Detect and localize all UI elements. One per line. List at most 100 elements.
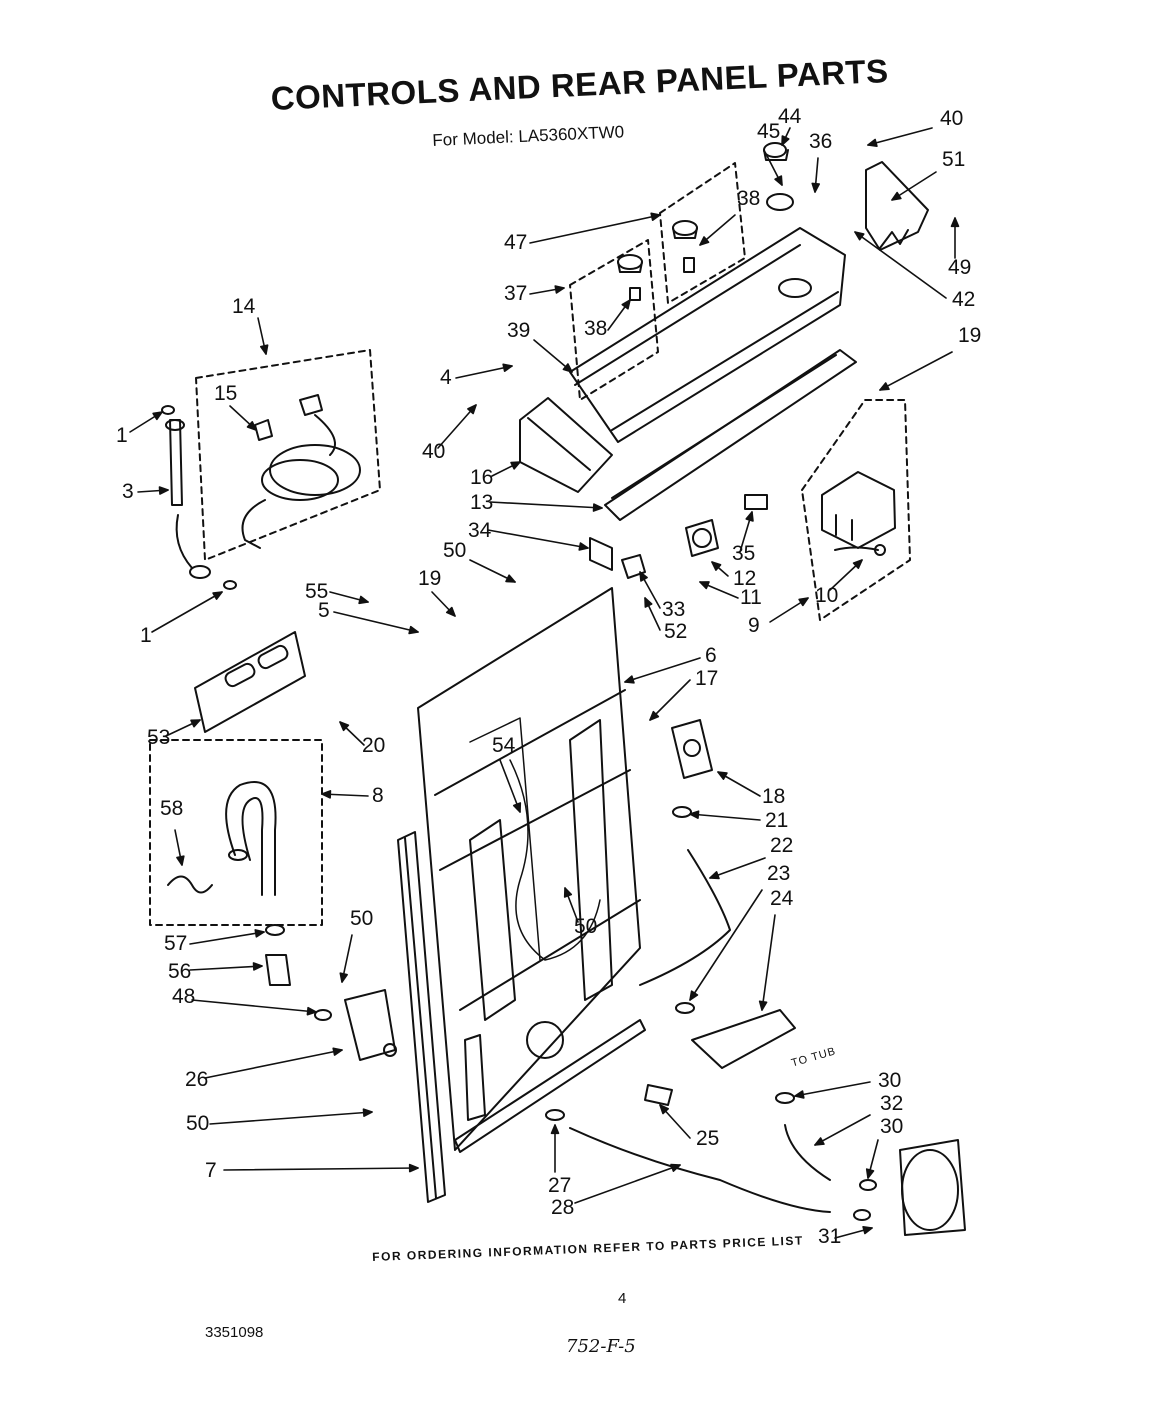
callout-leader-21 — [689, 813, 761, 821]
hose-22-part — [639, 849, 731, 986]
callout-arrow-17 — [649, 710, 660, 721]
knob-skirt-part — [766, 193, 794, 211]
callout-label-56: 56 — [168, 960, 191, 983]
callout-arrow-38 — [621, 299, 631, 310]
water-valve-part — [671, 719, 713, 779]
clamp-31-part — [853, 1209, 871, 1221]
callout-arrow-40 — [867, 138, 878, 148]
clamp-21-part — [672, 806, 692, 818]
callout-arrow-56 — [252, 962, 263, 971]
callout-arrow-10 — [852, 559, 863, 570]
timer-part — [821, 471, 896, 549]
callout-arrow-25 — [659, 1104, 669, 1115]
callout-label-38: 38 — [737, 187, 760, 210]
callout-arrow-15 — [246, 421, 257, 431]
knob-44-part — [763, 142, 789, 161]
callout-arrow-53 — [190, 719, 201, 728]
strain-relief-part — [254, 419, 273, 441]
callout-label-24: 24 — [770, 887, 794, 910]
callout-label-57: 57 — [164, 932, 187, 955]
clamp-23-part — [675, 1002, 695, 1014]
callout-label-47: 47 — [504, 231, 527, 254]
callout-label-25: 25 — [696, 1127, 719, 1150]
callout-label-27: 27 — [548, 1174, 571, 1197]
callout-arrow-1 — [212, 591, 223, 600]
callout-arrow-11 — [699, 581, 710, 590]
clip-33-part — [621, 554, 646, 579]
callout-label-26: 26 — [185, 1068, 208, 1091]
callout-label-58: 58 — [160, 797, 183, 820]
callout-label-40: 40 — [940, 107, 963, 130]
hose-28-part — [569, 1127, 831, 1213]
filter-34-part — [589, 537, 613, 571]
callout-arrow-18 — [717, 771, 728, 780]
callout-arrow-20 — [339, 721, 350, 732]
callout-label-35: 35 — [732, 542, 755, 565]
switch-12-part — [685, 519, 719, 557]
control-console-part — [569, 227, 846, 443]
cord-group-box — [195, 349, 381, 561]
callout-label-15: 15 — [214, 382, 237, 405]
console-end-cap-part — [519, 397, 613, 493]
callout-leader-34 — [487, 529, 589, 549]
callout-label-48: 48 — [172, 985, 195, 1008]
drain-hose-group-box — [149, 739, 323, 926]
handwritten-note: 752-F-5 — [566, 1336, 636, 1357]
hose-clip-part — [167, 875, 213, 894]
callout-arrow-38 — [699, 236, 710, 246]
clamp-30-part — [775, 1092, 795, 1104]
callout-arrow-19 — [879, 382, 890, 391]
callout-label-11: 11 — [740, 586, 762, 609]
callout-arrow-34 — [578, 542, 589, 551]
callout-arrow-37 — [554, 285, 565, 294]
callout-label-18: 18 — [762, 785, 785, 808]
callout-arrow-49 — [950, 217, 960, 228]
callout-arrow-31 — [862, 1225, 873, 1235]
callout-arrow-5 — [408, 625, 419, 635]
callout-leader-1 — [151, 591, 223, 633]
power-cord-part — [241, 394, 361, 549]
callout-arrow-39 — [562, 363, 573, 373]
callout-leader-32 — [814, 1114, 871, 1146]
callout-label-42: 42 — [952, 288, 975, 311]
callout-arrow-36 — [811, 182, 821, 193]
callout-arrow-30 — [794, 1090, 805, 1099]
callout-label-50: 50 — [574, 915, 597, 938]
callout-label-14: 14 — [232, 295, 256, 318]
callout-label-51: 51 — [942, 148, 965, 171]
callout-arrow-42 — [854, 231, 865, 241]
inlet-hose-part — [165, 419, 211, 579]
callout-arrow-24 — [758, 1000, 768, 1011]
callout-label-23: 23 — [767, 862, 790, 885]
callout-layer: 1134567891011121314151617181919202122232… — [116, 105, 981, 1248]
callout-label-54: 54 — [492, 734, 516, 757]
callout-arrow-47 — [650, 212, 661, 221]
callout-leader-13 — [489, 501, 603, 509]
knob-group-box-left — [569, 239, 659, 401]
outlet-24-part — [691, 1009, 796, 1069]
rear-panel-part — [417, 587, 641, 1151]
callout-arrow-23 — [689, 990, 699, 1001]
callout-leader-26 — [204, 1049, 343, 1079]
callout-label-38: 38 — [584, 317, 607, 340]
callout-label-52: 52 — [664, 620, 687, 643]
side-channel-part — [397, 831, 446, 1203]
selector-knob-part — [672, 220, 698, 239]
callout-label-36: 36 — [809, 130, 832, 153]
drain-hose-part — [225, 781, 277, 896]
callout-label-44: 44 — [778, 105, 802, 128]
washer-part-2 — [223, 580, 237, 590]
clamp-27-part — [545, 1109, 565, 1121]
callout-label-17: 17 — [695, 667, 718, 690]
callout-arrow-8 — [321, 790, 332, 799]
callout-label-8: 8 — [372, 784, 384, 807]
callout-arrow-30 — [865, 1168, 875, 1179]
callout-label-37: 37 — [504, 282, 527, 305]
callout-arrow-50 — [505, 574, 516, 583]
callout-arrow-50 — [339, 972, 348, 983]
bottom-rail-part — [454, 1019, 646, 1153]
callout-label-28: 28 — [551, 1196, 574, 1219]
callout-label-6: 6 — [705, 644, 717, 667]
clamp-30b-part — [859, 1179, 877, 1191]
